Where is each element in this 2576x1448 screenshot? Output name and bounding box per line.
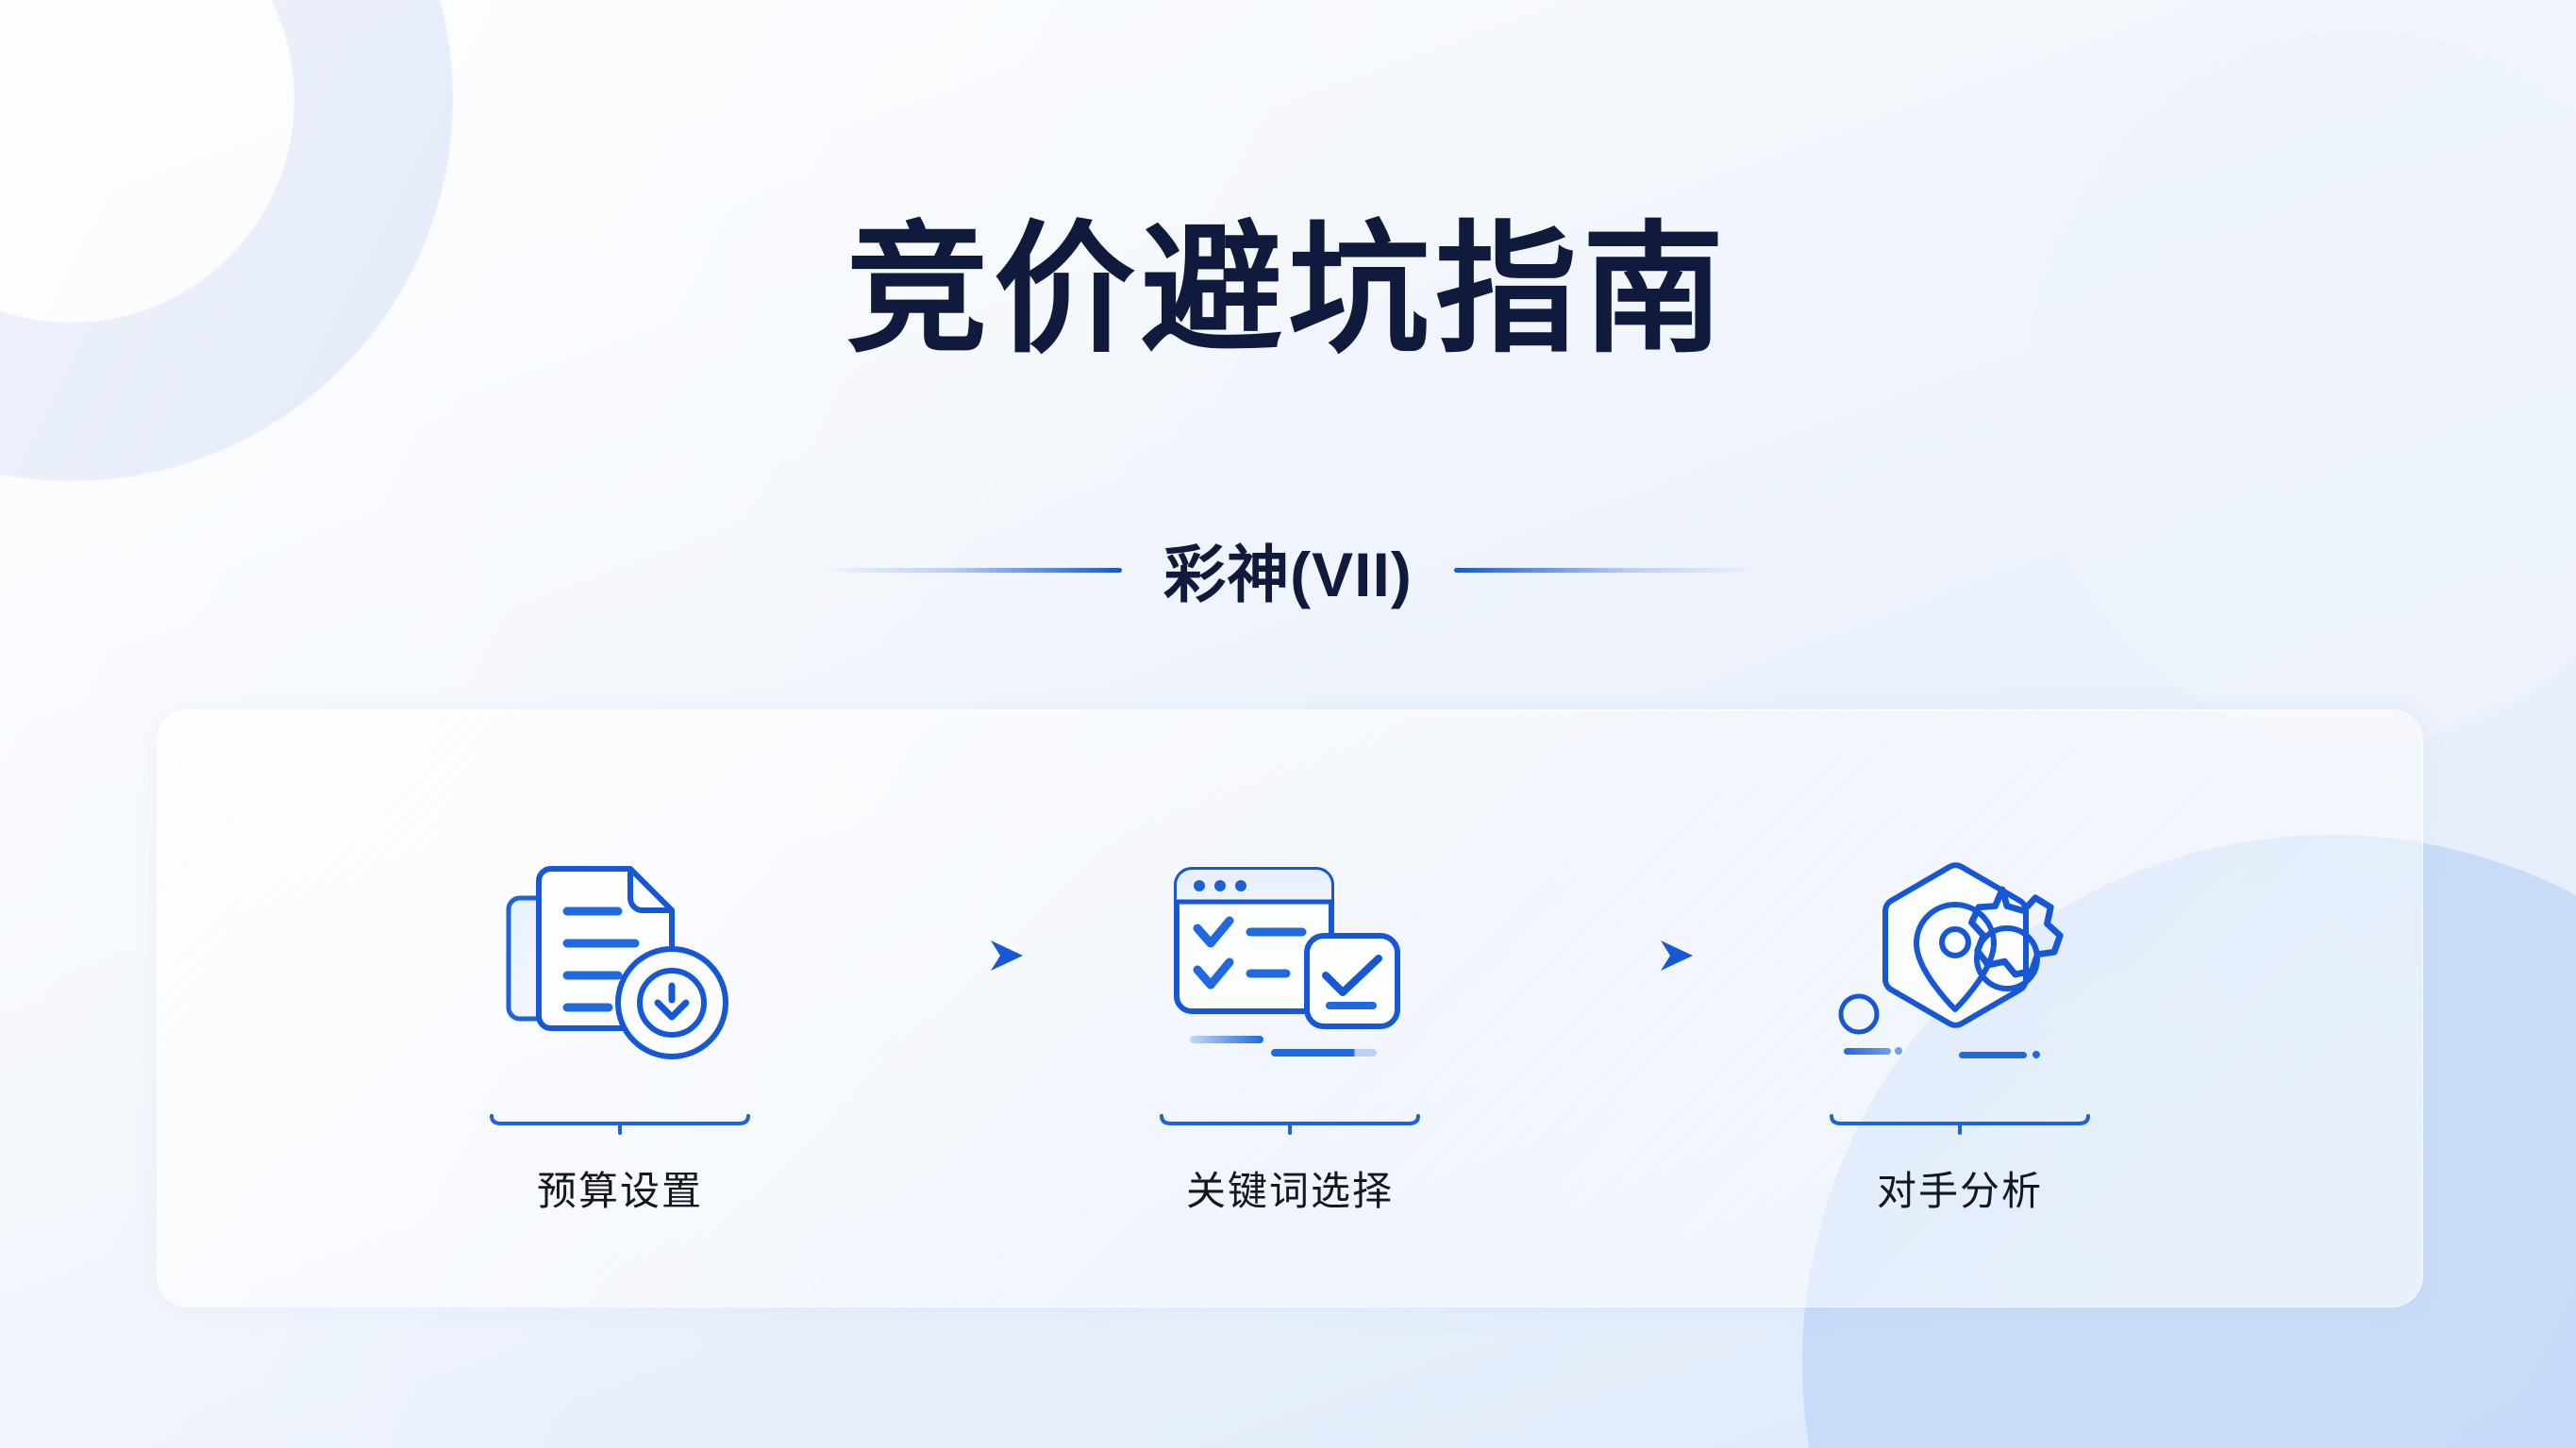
subtitle-text: 彩神(VII) bbox=[1163, 540, 1413, 609]
step-artwork bbox=[1167, 824, 1413, 1107]
step-item-budget[interactable]: 预算设置 bbox=[375, 824, 865, 1217]
step-artwork bbox=[1832, 824, 2087, 1107]
steps-list: 预算设置 bbox=[158, 801, 2422, 1217]
divider-left bbox=[820, 567, 1123, 573]
step-label-keywords: 关键词选择 bbox=[1185, 1168, 1394, 1213]
arrow-right-icon-1 bbox=[865, 935, 1045, 976]
hexagon-location-pin-gear-icon bbox=[1838, 861, 2064, 1058]
step-artwork bbox=[497, 824, 743, 1107]
step-label-budget: 预算设置 bbox=[536, 1168, 703, 1213]
divider-right bbox=[1453, 567, 1756, 573]
step-label-competitor: 对手分析 bbox=[1876, 1168, 2043, 1213]
page-title: 竞价避坑指南 bbox=[845, 210, 1730, 369]
step-underline bbox=[1158, 1110, 1422, 1135]
browser-checklist-icon bbox=[1174, 866, 1400, 1057]
step-underline bbox=[488, 1110, 752, 1135]
subtitle-row: 彩神(VII) bbox=[0, 524, 2576, 615]
document-with-download-badge-icon bbox=[506, 865, 728, 1059]
step-item-competitor[interactable]: 对手分析 bbox=[1715, 824, 2205, 1217]
arrow-right-icon-2 bbox=[1535, 935, 1715, 976]
steps-card: 预算设置 bbox=[157, 709, 2423, 1307]
step-underline bbox=[1828, 1110, 2092, 1135]
step-item-keywords[interactable]: 关键词选择 bbox=[1045, 824, 1535, 1217]
